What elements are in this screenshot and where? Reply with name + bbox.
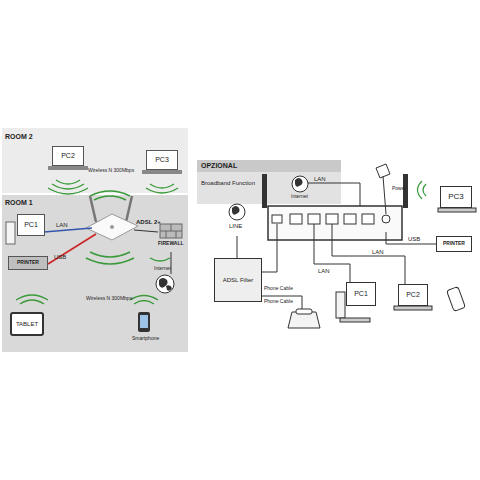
text-label: Smartphone	[132, 336, 159, 342]
power-cable	[383, 176, 386, 214]
pc-monitor: PC1	[346, 282, 376, 306]
laptop-base	[142, 170, 182, 174]
laptop-base	[394, 306, 432, 310]
pc-tower	[6, 222, 15, 244]
laptop-screen: PC2	[398, 284, 428, 306]
laptop-screen: PC3	[440, 186, 472, 208]
wifi-waves	[418, 181, 427, 199]
text-label: LINE	[229, 223, 242, 230]
text-label: Internet	[291, 194, 308, 200]
lan-cable	[332, 224, 405, 284]
text-label: Wireless N 300Mbps	[86, 296, 132, 302]
text-label: Internet	[154, 266, 171, 272]
room-2-panel	[2, 128, 188, 194]
device-label: PC1	[354, 290, 368, 298]
text-label: ADSL 2+	[136, 219, 161, 226]
firewall-icon	[160, 224, 182, 238]
pc-tower	[336, 292, 345, 318]
phone-cable	[262, 224, 277, 272]
adsl-line	[134, 230, 158, 232]
text-label: LAN	[372, 249, 384, 256]
laptop-base	[48, 166, 88, 170]
text-label: Power	[392, 186, 406, 192]
device-label: PC2	[61, 152, 75, 160]
laptop-screen: PC2	[52, 146, 84, 166]
globe-icon	[292, 176, 308, 192]
text-label: Phone Cable	[264, 299, 293, 305]
lan-cable	[44, 228, 92, 232]
adsl-filter: ADSL Filter	[214, 258, 262, 302]
smartphone-icon	[138, 312, 150, 332]
text-label: LAN	[56, 222, 68, 229]
adsl-router	[262, 174, 408, 240]
text-label: USB	[54, 254, 66, 261]
text-label: USB	[408, 236, 420, 243]
broadband-band: OPZIONAL Broadband Function	[198, 160, 290, 204]
band-heading: OPZIONAL	[201, 162, 237, 170]
wifi-waves	[16, 180, 178, 304]
keyboard	[340, 318, 370, 322]
telephone-icon	[288, 309, 320, 328]
pc-monitor: PC1	[17, 214, 45, 236]
device-label: TABLET	[16, 321, 38, 328]
usb-cable	[48, 234, 96, 264]
smartphone-icon	[447, 287, 466, 312]
printer: PRINTER	[8, 256, 48, 270]
device-label: PRINTER	[443, 241, 465, 247]
device-label: PC3	[155, 156, 169, 164]
smartphone-screen	[140, 315, 148, 328]
printer: PRINTER	[436, 236, 472, 252]
laptop-base	[438, 208, 476, 212]
laptop-screen: PC3	[146, 150, 178, 170]
phone-cable	[262, 296, 302, 310]
text-label: ROOM 1	[5, 199, 33, 207]
band-text: Broadband Function	[201, 180, 255, 187]
usb-cable	[386, 232, 436, 244]
device-label: PC2	[406, 291, 420, 299]
wireless-router	[86, 196, 138, 240]
band-header	[197, 160, 341, 172]
text-label: Phone Cable	[264, 286, 293, 292]
text-label: LAN	[318, 268, 330, 275]
device-label: PC1	[24, 221, 38, 229]
tablet: TABLET	[10, 312, 44, 336]
text-label: Wireless N 300Mbps	[88, 168, 134, 174]
room-1-panel	[2, 128, 188, 352]
device-label: PRINTER	[17, 260, 39, 266]
device-label: ADSL Filter	[223, 277, 253, 284]
line-cable	[237, 236, 238, 258]
text-label: LAN	[314, 176, 326, 183]
text-label: ROOM 2	[5, 133, 33, 141]
text-label: FIREWALL	[158, 241, 184, 247]
globe-icon	[156, 275, 174, 293]
power-adapter	[376, 164, 390, 178]
device-label: PC3	[448, 193, 464, 202]
broadband-band	[197, 160, 341, 204]
globe-icon	[229, 204, 245, 220]
